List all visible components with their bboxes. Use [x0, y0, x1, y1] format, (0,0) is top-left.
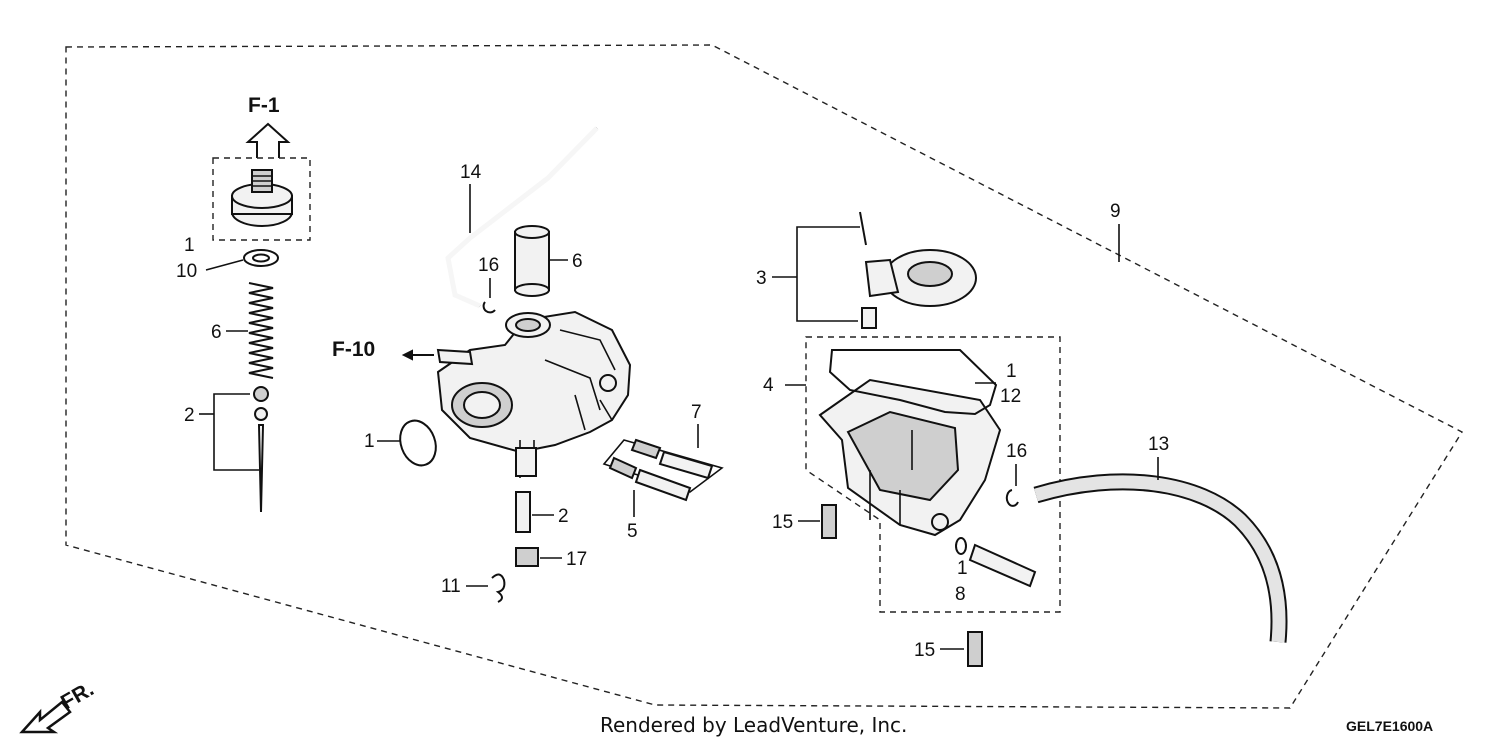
clip-part-16b — [1005, 489, 1019, 507]
washer-part — [243, 249, 279, 267]
arrow-left-icon — [401, 349, 434, 361]
callout-2: 2 — [184, 405, 195, 426]
callout-3: 3 — [756, 268, 767, 289]
air-screw-set-part — [630, 438, 714, 480]
callout-5: 5 — [627, 521, 638, 542]
callout-1c: 1 — [1006, 361, 1017, 382]
o-ring-part — [399, 419, 437, 467]
float-pin-part — [859, 211, 867, 246]
center-part-group: 14 16 6 F-10 1 — [332, 126, 724, 603]
float-chamber-part — [818, 378, 1002, 537]
float-chamber-box — [805, 336, 1061, 613]
top-cap-box — [212, 157, 311, 241]
callout-15b: 15 — [914, 640, 935, 661]
left-part-group: F-1 1 10 6 2 — [176, 94, 311, 513]
ref-label-f1: F-1 — [248, 94, 280, 117]
callout-6b: 6 — [572, 251, 583, 272]
float-part — [864, 249, 977, 307]
callout-14: 14 — [460, 162, 482, 183]
float-screw-part — [861, 307, 877, 329]
callout-11: 11 — [441, 576, 461, 597]
washer-part-b — [955, 537, 967, 555]
callout-8: 8 — [955, 584, 966, 605]
callout-15: 15 — [772, 512, 793, 533]
callout-2b: 2 — [558, 506, 569, 527]
drain-tube-part — [1033, 473, 1288, 643]
drain-screw-part — [968, 543, 1037, 588]
callout-6: 6 — [211, 322, 222, 343]
callout-4: 4 — [763, 375, 774, 396]
callout-7: 7 — [691, 402, 702, 423]
arrow-up-icon — [245, 122, 291, 158]
callout-1: 1 — [184, 235, 195, 256]
top-cap-part — [231, 169, 293, 227]
clip-part-11 — [491, 573, 506, 603]
callout-12: 12 — [1000, 386, 1021, 407]
callout-1d: 1 — [957, 558, 968, 579]
chamber-screw-part-b — [967, 631, 983, 667]
callout-16b: 16 — [1006, 441, 1027, 462]
jet-holder-part — [515, 547, 539, 567]
callout-10: 10 — [176, 261, 197, 282]
callout-17: 17 — [566, 549, 587, 570]
spring-part — [248, 282, 274, 379]
chamber-screw-part — [821, 504, 837, 539]
front-arrow-icon: FR. — [19, 677, 98, 734]
callout-13: 13 — [1148, 434, 1169, 455]
right-part-group: 9 3 4 1 12 16 13 — [756, 201, 1288, 667]
ref-label-f10: F-10 — [332, 338, 375, 361]
carburetor-body-part — [436, 310, 632, 478]
sleeve-part — [514, 225, 550, 297]
screw-part — [436, 348, 474, 366]
assembly-boundary — [65, 44, 1463, 709]
needle-clip-part — [253, 386, 269, 402]
clip-part — [482, 301, 496, 314]
idle-screw-set-part — [608, 456, 692, 502]
callout-1b: 1 — [364, 431, 375, 452]
jet-needle-part — [257, 424, 265, 513]
gasket-part — [828, 349, 998, 416]
diagram-code: GEL7E1600A — [1346, 718, 1433, 734]
callout-16: 16 — [478, 255, 499, 276]
callout-9: 9 — [1110, 201, 1121, 222]
render-credit: Rendered by LeadVenture, Inc. — [600, 713, 907, 737]
main-jet-part — [515, 491, 531, 533]
